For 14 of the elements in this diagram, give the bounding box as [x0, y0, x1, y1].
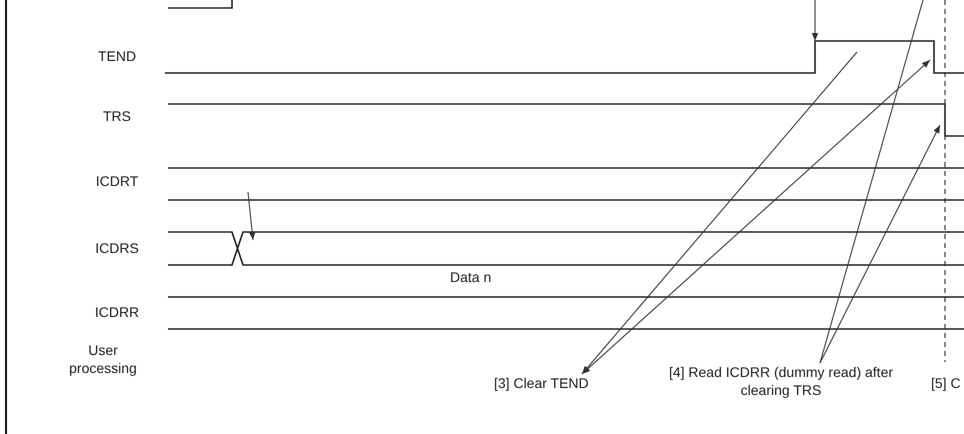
signal-label: TEND	[96, 47, 138, 65]
leader-line	[820, 0, 924, 364]
signal-label: TRS	[102, 107, 132, 125]
signal-label: ICDRS	[94, 239, 140, 257]
leader-line	[820, 124, 940, 364]
annotation-text: [4] Read ICDRR (dummy read) after clearing TRS	[665, 363, 897, 399]
step-label: [5] C	[931, 374, 962, 392]
leader-line	[582, 52, 858, 374]
signal-label: ICDRT	[94, 172, 140, 190]
signal-label: User processing	[68, 341, 138, 377]
annotation-text: [3] Clear TEND	[494, 374, 618, 392]
data-label: Data n	[450, 268, 492, 286]
signal-label: ICDRR	[94, 303, 140, 321]
leader-line	[582, 60, 930, 374]
